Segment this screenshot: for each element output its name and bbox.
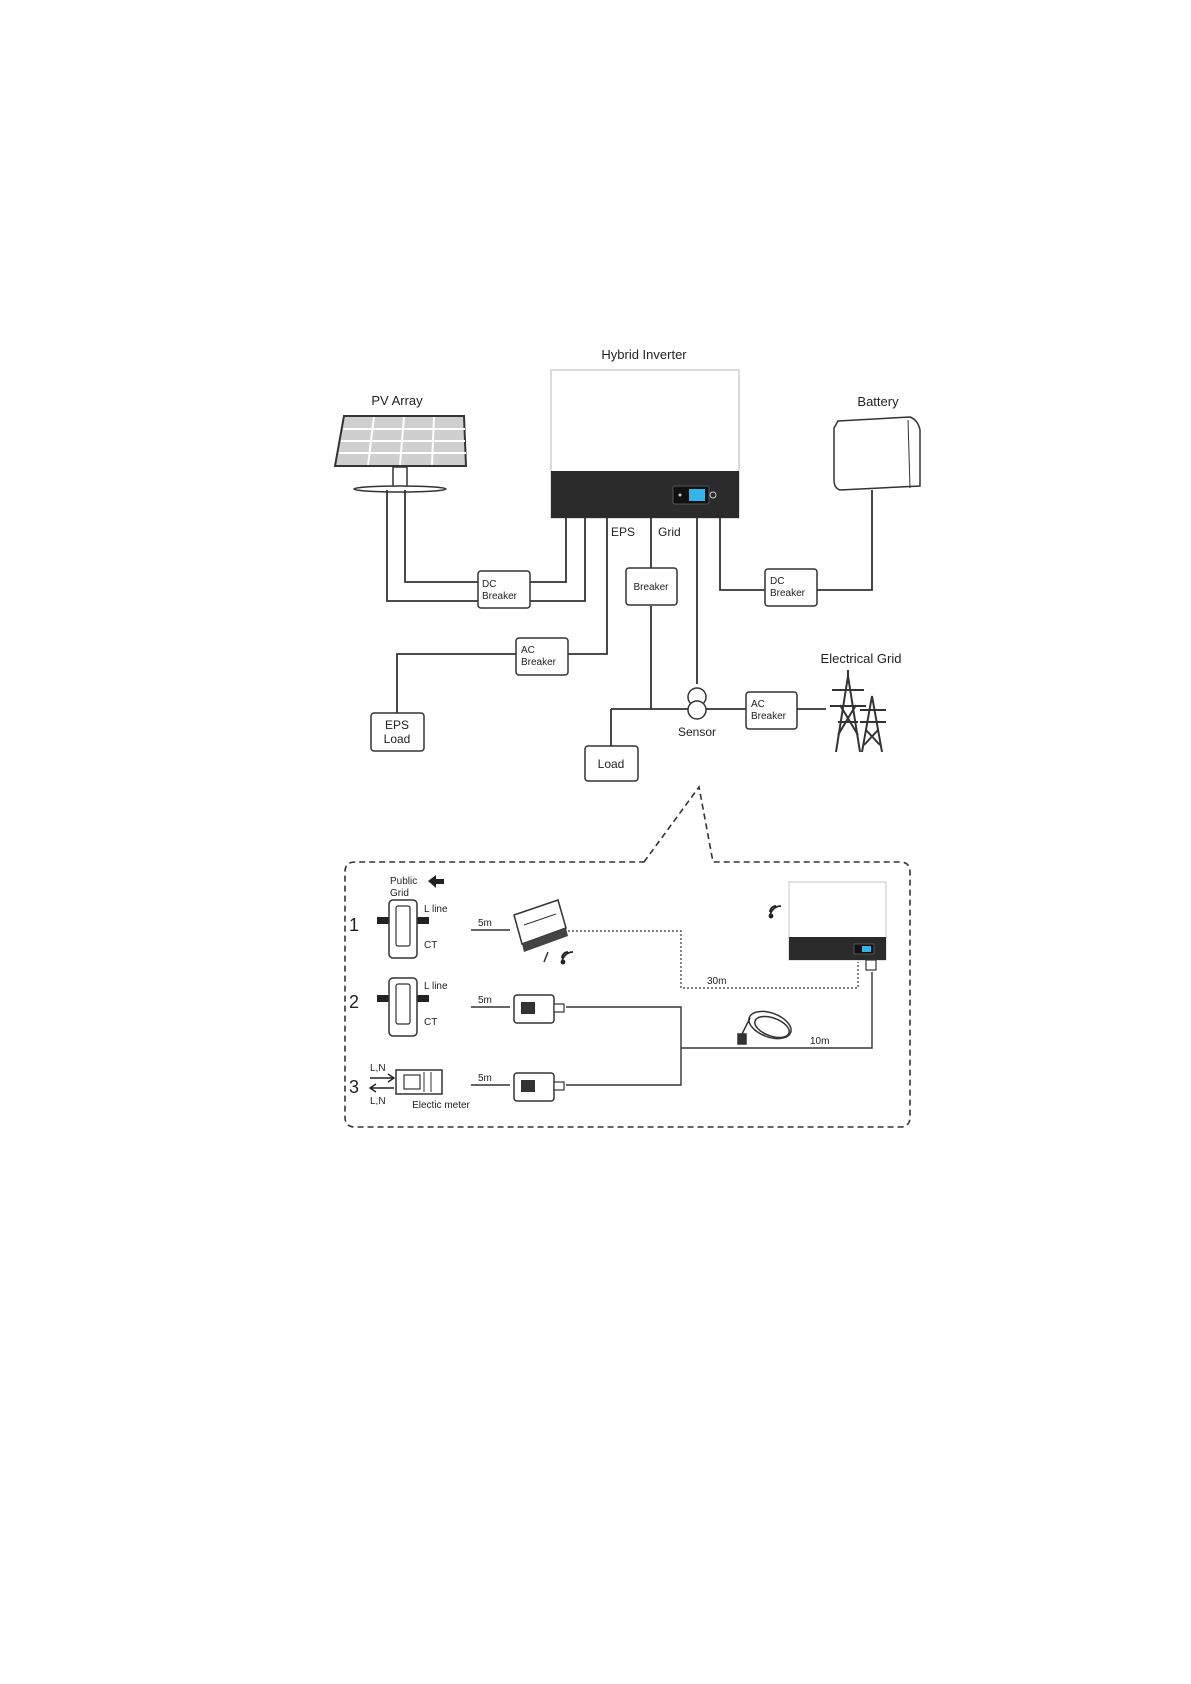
dc-breaker-left-line1: DC — [482, 579, 496, 590]
grid-breaker-label: Breaker — [633, 582, 669, 593]
load: Load — [585, 746, 638, 781]
grid-port-label: Grid — [658, 525, 681, 539]
dc-breaker-left: DC Breaker — [478, 571, 530, 608]
power-tower-icon — [830, 670, 886, 752]
ac-breaker-eps-line1: AC — [521, 645, 535, 656]
solar-panel-icon — [335, 416, 466, 492]
ac-breaker-grid-line1: AC — [751, 699, 765, 710]
eps-load-line1: EPS — [385, 718, 409, 732]
battery-icon — [834, 417, 920, 490]
eps-port-label: EPS — [611, 525, 635, 539]
electric-meter-icon — [396, 1070, 442, 1094]
length-5m-2: 5m — [478, 995, 492, 1006]
eps-load: EPS Load — [371, 713, 424, 751]
sensor: Sensor — [678, 688, 716, 739]
ac-breaker-eps-line2: Breaker — [521, 657, 557, 668]
ln-out-label: L,N — [370, 1096, 386, 1107]
electrical-grid: Electrical Grid — [821, 651, 902, 752]
arrow-left-icon — [370, 1084, 394, 1092]
arrow-right-icon — [370, 1074, 394, 1082]
hybrid-inverter: Hybrid Inverter EPS Grid — [551, 347, 739, 539]
wifi-signal-icon — [562, 952, 574, 964]
arrow-left-icon — [428, 875, 444, 888]
length-5m-1: 5m — [478, 918, 492, 929]
electric-meter-label: Electic meter — [412, 1100, 470, 1111]
length-5m-3: 5m — [478, 1073, 492, 1084]
ct-label-1: CT — [424, 940, 437, 951]
electric-meter: L,N L,N Electic meter — [370, 1063, 471, 1111]
battery: Battery — [834, 394, 920, 490]
public-grid: Public Grid — [390, 875, 444, 899]
network-adapter-2 — [514, 1073, 564, 1101]
length-30m: 30m — [707, 976, 726, 987]
option-1-number: 1 — [349, 915, 359, 935]
pv-array-label: PV Array — [371, 393, 423, 408]
pv-array: PV Array — [335, 393, 466, 492]
inverter-small — [789, 882, 886, 970]
ct-meter-callout: Public Grid 1 2 3 L line CT L line CT L,… — [345, 787, 910, 1127]
eps-load-line2: Load — [384, 732, 411, 746]
ac-breaker-grid-line2: Breaker — [751, 711, 787, 722]
option-2-number: 2 — [349, 992, 359, 1012]
ac-breaker-grid: AC Breaker — [746, 692, 797, 729]
ac-breaker-eps: AC Breaker — [516, 638, 568, 675]
current-sensor-icon — [688, 688, 706, 719]
network-adapter-1 — [514, 995, 564, 1023]
load-label: Load — [598, 757, 625, 771]
dc-breaker-right-line1: DC — [770, 576, 784, 587]
option-3-number: 3 — [349, 1077, 359, 1097]
battery-label: Battery — [857, 394, 899, 409]
cable-coil-icon — [738, 1006, 795, 1044]
dc-breaker-right: DC Breaker — [765, 569, 817, 606]
electrical-grid-label: Electrical Grid — [821, 651, 902, 666]
current-transformer-2: L line CT — [377, 978, 448, 1036]
public-grid-line2: Grid — [390, 888, 409, 899]
length-10m: 10m — [810, 1036, 829, 1047]
wifi-signal-icon-inverter — [770, 906, 782, 918]
dc-breaker-left-line2: Breaker — [482, 591, 518, 602]
l-line-label-2: L line — [424, 981, 448, 992]
sensor-label: Sensor — [678, 725, 716, 739]
inverter-title: Hybrid Inverter — [601, 347, 687, 362]
dc-breaker-right-line2: Breaker — [770, 588, 806, 599]
public-grid-line1: Public — [390, 876, 417, 887]
ln-in-label: L,N — [370, 1063, 386, 1074]
ct-label-2: CT — [424, 1017, 437, 1028]
grid-breaker: Breaker — [626, 568, 677, 605]
l-line-label-1: L line — [424, 904, 448, 915]
current-transformer-1: L line CT — [377, 900, 448, 958]
wireless-meter-icon — [514, 900, 568, 962]
